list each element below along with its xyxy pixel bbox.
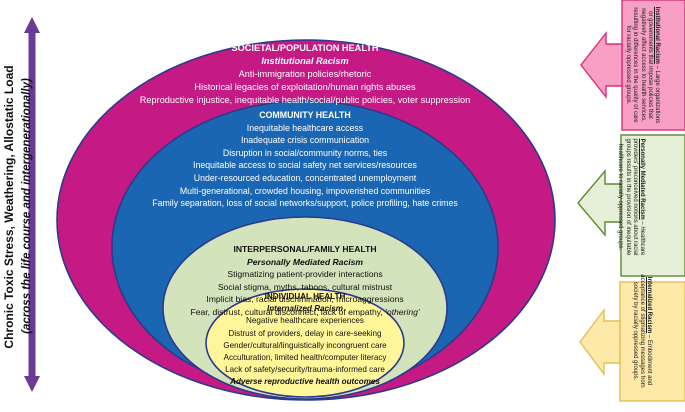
internalized-racism-term: Internalized Racism xyxy=(646,276,652,334)
individual-item: Distrust of providers, delay in care-see… xyxy=(228,328,382,338)
community-title: COMMUNITY HEALTH xyxy=(259,110,351,120)
personally-mediated-racism-annotation: Personally Mediated Racism – Healthcare … xyxy=(589,137,645,257)
individual-item: Gender/cultural/linguistically incongrue… xyxy=(223,340,387,350)
community-item: Family separation, loss of social networ… xyxy=(152,198,458,209)
community-item: Under-resourced education, concentrated … xyxy=(193,172,417,183)
individual-racism-type: Internalized Racism xyxy=(266,304,344,314)
interpersonal-item-last: Fear, distrust, cultural disconnect, lac… xyxy=(186,306,424,319)
institutional-racism-term: Institutional Racism xyxy=(654,6,660,64)
community-item: Inequitable access to social safety net … xyxy=(193,160,417,171)
individual-item: Acculturation, limited health/computer l… xyxy=(223,353,387,363)
institutional-racism-annotation: Institutional Racism – Large organizatio… xyxy=(600,5,660,125)
community-item: Disruption in social/community norms, ti… xyxy=(222,147,388,158)
axis-label-sub: (across the life course and intergenerat… xyxy=(21,78,33,334)
individual-item: Negative healthcare experiences xyxy=(246,316,364,326)
community-level: COMMUNITY HEALTH Inequitable healthcare … xyxy=(137,109,473,210)
societal-item: Historical legacies of exploitation/huma… xyxy=(194,82,416,92)
othering-text: 'othering' xyxy=(385,306,420,317)
societal-level: SOCIETAL/POPULATION HEALTH Institutional… xyxy=(112,42,498,107)
societal-item: Anti-immigration policies/rhetoric xyxy=(238,69,372,79)
individual-ellipse xyxy=(205,288,405,398)
interpersonal-title: INTERPERSONAL/FAMILY HEALTH xyxy=(233,244,377,254)
interpersonal-item: Implicit bias, racial discrimination, mi… xyxy=(206,294,404,305)
personally-mediated-racism-term: Personally Mediated Racism xyxy=(639,138,645,220)
internalized-racism-box xyxy=(619,281,685,402)
community-item: Inadequate crisis communication xyxy=(240,135,370,146)
societal-title: SOCIETAL/POPULATION HEALTH xyxy=(231,43,379,53)
arrow-left-green-icon xyxy=(577,169,622,237)
arrow-left-pink-icon xyxy=(580,30,623,100)
interpersonal-item: Stigmatizing patient-provider interactio… xyxy=(227,269,383,280)
community-item: Inequitable healthcare access xyxy=(246,122,364,133)
individual-level: INDIVIDUAL HEALTH Internalized Racism Ne… xyxy=(223,291,387,389)
interpersonal-racism-type: Personally Mediated Racism xyxy=(246,256,364,267)
individual-item: Lack of safety/security/trauma-informed … xyxy=(225,365,385,375)
societal-racism-type: Institutional Racism xyxy=(261,56,349,66)
axis-label-main: Chronic Toxic Stress, Weathering, Allost… xyxy=(2,65,16,349)
societal-item: Reproductive injustice, inequitable heal… xyxy=(139,95,471,105)
individual-outcome: Adverse reproductive health outcomes xyxy=(230,377,380,387)
interpersonal-item-last-text: Fear, distrust, cultural disconnect, lac… xyxy=(190,306,386,317)
interpersonal-item: Social stigma, myths, taboos, cultural m… xyxy=(217,281,393,292)
double-arrow-icon xyxy=(24,17,40,392)
interpersonal-level: INTERPERSONAL/FAMILY HEALTH Personally M… xyxy=(186,243,424,319)
individual-title: INDIVIDUAL HEALTH xyxy=(264,292,346,301)
arrow-left-yellow-icon xyxy=(579,307,621,377)
internalized-racism-annotation: Internalized Racism – Embodiment and acc… xyxy=(602,271,652,391)
community-item: Multi-generational, crowded housing, imp… xyxy=(179,185,431,196)
